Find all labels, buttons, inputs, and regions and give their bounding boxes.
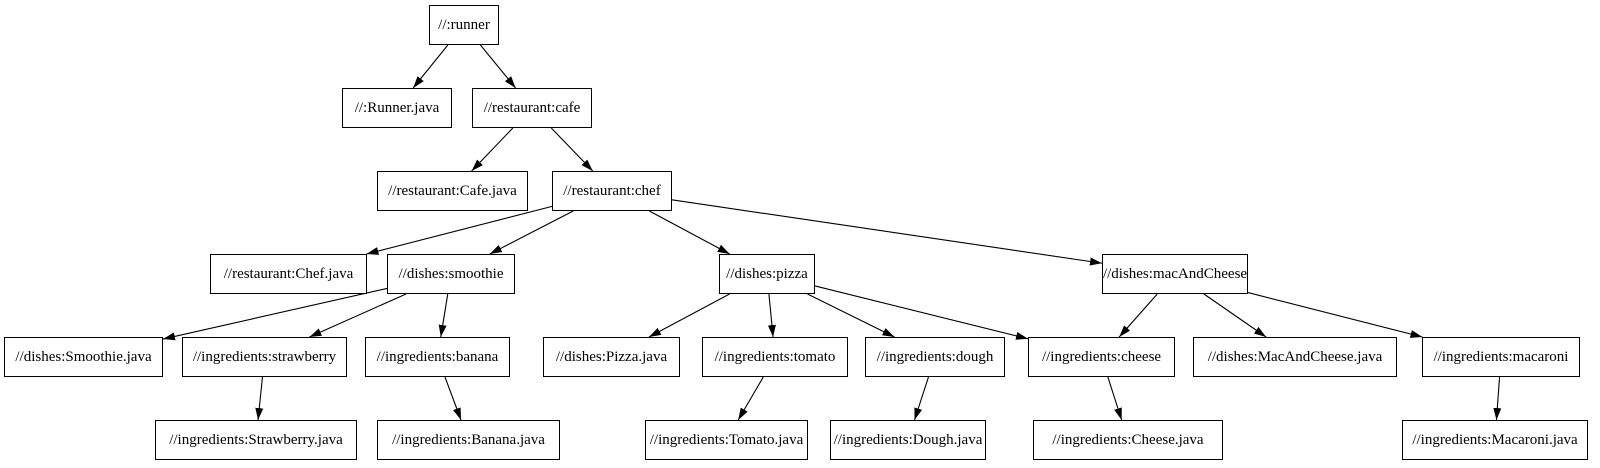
graph-node-cheese-java: //ingredients:Cheese.java	[1033, 420, 1223, 460]
node-label: //dishes:MacAndCheese.java	[1207, 348, 1383, 365]
graph-node-mac-and-cheese: //dishes:macAndCheese	[1102, 254, 1248, 294]
graph-node-cheese: //ingredients:cheese	[1028, 337, 1175, 377]
edge-cafe-to-cafe-java	[471, 127, 514, 172]
edge-chef-to-pizza	[649, 210, 730, 255]
graph-node-mac-and-cheese-java: //dishes:MacAndCheese.java	[1193, 337, 1397, 377]
node-label: //ingredients:tomato	[714, 348, 836, 365]
node-label: //ingredients:cheese	[1041, 348, 1162, 365]
edge-banana-to-banana-java	[444, 376, 462, 421]
graph-node-dough-java: //ingredients:Dough.java	[830, 420, 986, 460]
graph-node-cafe: //restaurant:cafe	[472, 88, 592, 128]
node-label: //ingredients:banana	[376, 348, 499, 365]
edge-runner-to-cafe	[479, 44, 517, 89]
edge-smoothie-to-smoothie-java	[162, 287, 388, 341]
edge-dough-to-dough-java	[913, 376, 930, 421]
graph-node-strawberry: //ingredients:strawberry	[182, 337, 347, 377]
graph-node-tomato: //ingredients:tomato	[702, 337, 848, 377]
node-label: //ingredients:Strawberry.java	[169, 431, 343, 448]
edge-mac-and-cheese-to-cheese	[1118, 293, 1158, 338]
edge-pizza-to-cheese	[814, 285, 1029, 340]
node-label: //dishes:pizza	[726, 265, 808, 282]
edge-runner-to-runner-java	[412, 44, 449, 89]
graph-node-runner: //:runner	[429, 5, 499, 45]
node-label: //restaurant:chef	[563, 182, 661, 199]
node-label: //ingredients:strawberry	[192, 348, 337, 365]
graph-node-chef-java: //restaurant:Chef.java	[210, 254, 367, 294]
graph-node-strawberry-java: //ingredients:Strawberry.java	[155, 420, 357, 460]
graph-node-dough: //ingredients:dough	[865, 337, 1005, 377]
graph-node-runner-java: //:Runner.java	[342, 88, 452, 128]
node-label: //dishes:Smoothie.java	[15, 348, 152, 365]
graph-node-smoothie-java: //dishes:Smoothie.java	[4, 337, 163, 377]
edge-smoothie-to-strawberry	[309, 293, 407, 338]
edge-pizza-to-dough	[807, 293, 895, 338]
node-label: //ingredients:macaroni	[1433, 348, 1569, 365]
edge-mac-and-cheese-to-macaroni	[1247, 292, 1423, 338]
edge-pizza-to-pizza-java	[648, 293, 730, 338]
edge-chef-to-chef-java	[366, 205, 553, 255]
graph-node-smoothie: //dishes:smoothie	[387, 254, 515, 294]
edge-mac-and-cheese-to-mac-and-cheese-java	[1203, 293, 1267, 338]
edge-smoothie-to-banana	[438, 293, 449, 338]
edge-pizza-to-tomato	[767, 293, 776, 338]
graph-node-pizza-java: //dishes:Pizza.java	[543, 337, 680, 377]
edge-chef-to-mac-and-cheese	[671, 199, 1103, 266]
node-label: //restaurant:Chef.java	[223, 265, 354, 282]
node-label: //dishes:smoothie	[398, 265, 504, 282]
graph-node-pizza: //dishes:pizza	[719, 254, 815, 294]
edge-cafe-to-chef	[550, 127, 594, 172]
node-label: //ingredients:Macaroni.java	[1412, 431, 1578, 448]
node-label: //:Runner.java	[354, 99, 440, 116]
node-label: //ingredients:Dough.java	[833, 431, 983, 448]
node-label: //restaurant:cafe	[483, 99, 581, 116]
graph-node-chef: //restaurant:chef	[552, 171, 672, 211]
node-label: //dishes:macAndCheese	[1102, 265, 1248, 282]
graph-node-tomato-java: //ingredients:Tomato.java	[645, 420, 808, 460]
graph-node-cafe-java: //restaurant:Cafe.java	[377, 171, 528, 211]
graph-node-macaroni: //ingredients:macaroni	[1422, 337, 1580, 377]
graph-node-macaroni-java: //ingredients:Macaroni.java	[1402, 420, 1588, 460]
edge-tomato-to-tomato-java	[737, 376, 764, 421]
edge-strawberry-to-strawberry-java	[255, 376, 264, 421]
edge-chef-to-smoothie	[489, 210, 574, 255]
node-label: //ingredients:Cheese.java	[1052, 431, 1204, 448]
node-label: //dishes:Pizza.java	[555, 348, 668, 365]
node-label: //ingredients:Banana.java	[392, 431, 545, 448]
node-label: //:runner	[438, 16, 490, 33]
graph-node-banana-java: //ingredients:Banana.java	[377, 420, 560, 460]
node-label: //ingredients:Tomato.java	[649, 431, 804, 448]
node-label: //restaurant:Cafe.java	[388, 182, 517, 199]
node-label: //ingredients:dough	[876, 348, 994, 365]
edge-cheese-to-cheese-java	[1107, 376, 1123, 421]
graph-node-banana: //ingredients:banana	[365, 337, 510, 377]
edge-macaroni-to-macaroni-java	[1493, 376, 1502, 421]
